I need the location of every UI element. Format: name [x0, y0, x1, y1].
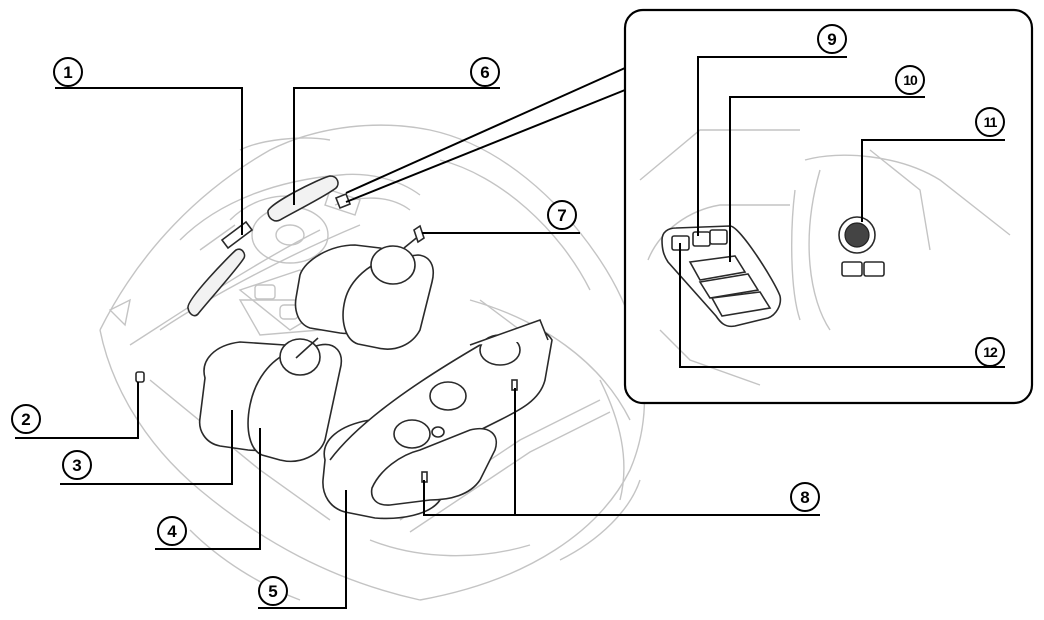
sun-visor-left [187, 248, 246, 317]
leader-lines [15, 56, 1005, 609]
overhead-console [334, 192, 352, 210]
callout-4: 4 [157, 516, 187, 546]
driver-window-switch [692, 231, 711, 247]
door-panel-inset [345, 8, 1034, 405]
mirror-select-switch-right [863, 261, 885, 277]
callout-12: 12 [975, 337, 1005, 367]
callout-1: 1 [53, 57, 83, 87]
callout-3: 3 [62, 450, 92, 480]
callout-2: 2 [11, 404, 41, 434]
callout-8: 8 [790, 482, 820, 512]
front-passenger-seat [198, 337, 342, 462]
callout-11: 11 [975, 107, 1005, 137]
sun-visor-right [267, 175, 339, 222]
callout-5: 5 [258, 576, 288, 606]
front-driver-seat [294, 234, 434, 350]
mirror-select-switch-left [841, 261, 863, 277]
rear-seat [322, 318, 553, 520]
callout-10: 10 [895, 65, 925, 95]
callout-9: 9 [817, 24, 847, 54]
callout-6: 6 [470, 57, 500, 87]
passenger-window-switch [709, 229, 728, 245]
seat-belt-anchor-front [413, 224, 425, 244]
callout-7: 7 [547, 200, 577, 230]
side-mount-clip [135, 371, 145, 383]
rear-view-mirror [220, 220, 254, 250]
